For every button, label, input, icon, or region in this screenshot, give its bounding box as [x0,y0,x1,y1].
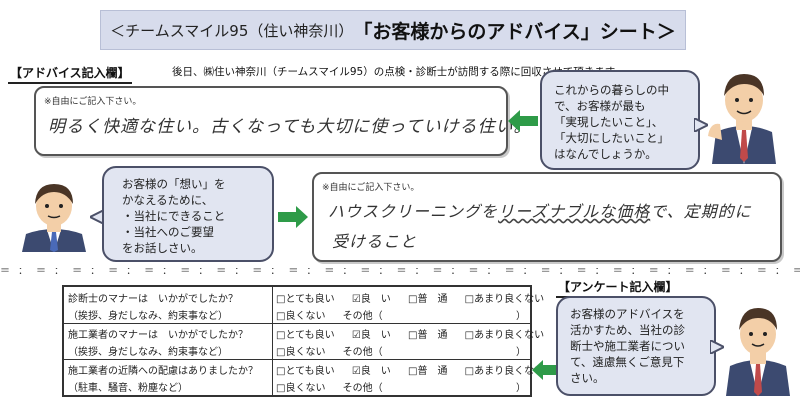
green-arrow-icon [508,110,538,132]
option-not-so-good-checkbox[interactable]: □あまり良くない [464,294,545,305]
table-row: 施工業者のマナーは いかがでしたか？ （挨拶、身だしなみ、約束事など） □とても… [64,323,544,360]
sheet-title-main: 「お客様からのアドバイス」シート＞ [353,20,676,43]
sheet-title-bar: ＜チームスマイル95（住い神奈川） 「お客様からのアドバイス」シート＞ [100,10,686,50]
option-other-field[interactable]: その他（ [342,311,383,322]
option-other-field[interactable]: その他（ [342,347,383,358]
table-row: 施工業者の近隣への配慮はありましたか？ （駐車、騒音、粉塵など） □とても良い … [64,359,544,395]
bubble3-line: お客様のアドバイスを [570,307,685,321]
option-bad-checkbox[interactable]: □良くない [276,383,326,394]
option-not-so-good-checkbox[interactable]: □あまり良くない [464,330,545,341]
advice-section-subtitle: 後日、㈱住い神奈川（チームスマイル95）の点検・診断士が訪問する際に回収させて頂… [172,66,625,78]
advice-free-text-panel-1[interactable]: ※自由にご記入下さい。 明るく快適な住い。古くなっても大切に使っていける住い。 [34,86,530,156]
question-text: 施工業者の近隣への配慮はありましたか？ [68,366,258,377]
green-arrow-icon [278,206,308,228]
option-average-checkbox[interactable]: □普 通 [408,366,448,377]
other-close-paren: ） [516,311,526,322]
bubble3-line: 活かすため、当社の診 [570,323,685,337]
free-text-note-2: ※自由にご記入下さい。 [322,183,420,193]
question-cell: 施工業者の近隣への配慮はありましたか？ （駐車、騒音、粉塵など） [64,359,273,395]
section-separator: ＝ ： ＝ ： ＝ ： ＝ ： ＝ ： ＝ ： ＝ ： ＝ ： ＝ ： ＝ ： … [0,268,800,276]
advice-section-label: 【アドバイス記入欄】 [8,64,132,84]
speech-bubble-2: お客様の「想い」を かなえるために、 ・当社にできること ・当社へのご要望 をお… [102,166,274,262]
bubble-tail-icon [90,210,104,224]
speech-bubble-1: これからの暮らしの中 で、お客様が最も 「実現したいこと」、 「大切にしたいこと… [540,70,700,170]
bubble-tail-icon [710,340,724,354]
speech-bubble-3: お客様のアドバイスを 活かすため、当社の診 断士や施工業者につい て、遠慮無くご… [556,296,716,396]
survey-table: 診断士のマナーは いかがでしたか？ （挨拶、身だしなみ、約束事など） □とても良… [62,285,544,397]
question-hint: （挨拶、身だしなみ、約束事など） [68,347,228,358]
free-text-note-1: ※自由にご記入下さい。 [44,97,142,107]
question-hint: （駐車、騒音、粉塵など） [68,383,188,394]
green-arrow-icon [532,360,558,380]
option-average-checkbox[interactable]: □普 通 [408,294,448,305]
option-good-checkbox[interactable]: ☑良 い [351,330,391,341]
handwriting-segment-underlined: リーズナブルな価格 [498,202,651,221]
option-good-checkbox[interactable]: ☑良 い [351,294,391,305]
bubble-tail-icon [694,118,708,132]
other-close-paren: ） [516,347,526,358]
option-very-good-checkbox[interactable]: □とても良い [276,330,335,341]
sheet-title-prefix: ＜チームスマイル95（住い神奈川） [110,21,354,40]
bubble1-line: 「大切にしたいこと」 [554,131,669,145]
option-not-so-good-checkbox[interactable]: □あまり良くない [464,366,545,377]
bubble1-line: はなんでしょうか。 [554,147,657,161]
bubble1-line: これからの暮らしの中 [554,83,669,97]
rating-options: □とても良い ☑良 い □普 通 □あまり良くない [276,290,558,305]
option-other-field[interactable]: その他（ [342,383,383,394]
option-bad-checkbox[interactable]: □良くない [276,347,326,358]
table-row: 診断士のマナーは いかがでしたか？ （挨拶、身だしなみ、約束事など） □とても良… [64,287,544,324]
man-in-suit-icon [22,184,86,252]
question-hint: （挨拶、身だしなみ、約束事など） [68,311,228,322]
bubble2-line: ・当社にできること [122,209,226,223]
man-in-suit-icon [726,308,790,396]
bubble3-line: さい。 [570,371,605,385]
handwritten-answer-1: 明るく快適な住い。古くなっても大切に使っていける住い。 [48,117,532,137]
option-average-checkbox[interactable]: □普 通 [408,330,448,341]
handwriting-segment: ハウスクリーニングを [328,202,499,221]
bubble2-line: をお話しさい。 [122,241,203,255]
option-bad-checkbox[interactable]: □良くない [276,311,326,322]
question-text: 施工業者のマナーは いかがでしたか？ [68,330,248,341]
bubble1-line: 「実現したいこと」、 [554,115,664,129]
rating-options: □とても良い ☑良 い □普 通 □あまり良くない [276,326,558,341]
man-in-suit-icon [708,74,776,164]
bubble1-line: で、お客様が最も [554,99,646,113]
survey-section-label: 【アンケート記入欄】 [556,278,680,298]
bubble3-line: 断士や施工業者につい [570,339,685,353]
question-cell: 施工業者のマナーは いかがでしたか？ （挨拶、身だしなみ、約束事など） [64,323,273,359]
option-very-good-checkbox[interactable]: □とても良い [276,294,335,305]
rating-options-2: □良くない その他（ [276,379,397,394]
handwritten-answer-2-line1: ハウスクリーニングをリーズナブルな価格で、定期的に [328,198,752,222]
rating-options: □とても良い ☑良 い □普 通 □あまり良くない [276,362,558,377]
advice-free-text-panel-2[interactable]: ※自由にご記入下さい。 ハウスクリーニングをリーズナブルな価格で、定期的に 受け… [312,172,782,262]
bubble2-line: ・当社へのご要望 [122,225,214,239]
rating-options-2: □良くない その他（ [276,307,397,322]
handwriting-segment: で、定期的に [650,202,752,221]
rating-options-2: □良くない その他（ [276,343,397,358]
bubble2-line: かなえるために、 [122,193,214,207]
question-cell: 診断士のマナーは いかがでしたか？ （挨拶、身だしなみ、約束事など） [64,287,273,323]
other-close-paren: ） [516,383,526,394]
handwritten-answer-2-line2: 受けること [332,232,418,251]
bubble2-line: お客様の「想い」を [122,177,226,191]
option-good-checkbox[interactable]: ☑良 い [351,366,391,377]
question-text: 診断士のマナーは いかがでしたか？ [68,294,238,305]
option-very-good-checkbox[interactable]: □とても良い [276,366,335,377]
bubble3-line: て、遠慮無くご意見下 [570,355,685,369]
